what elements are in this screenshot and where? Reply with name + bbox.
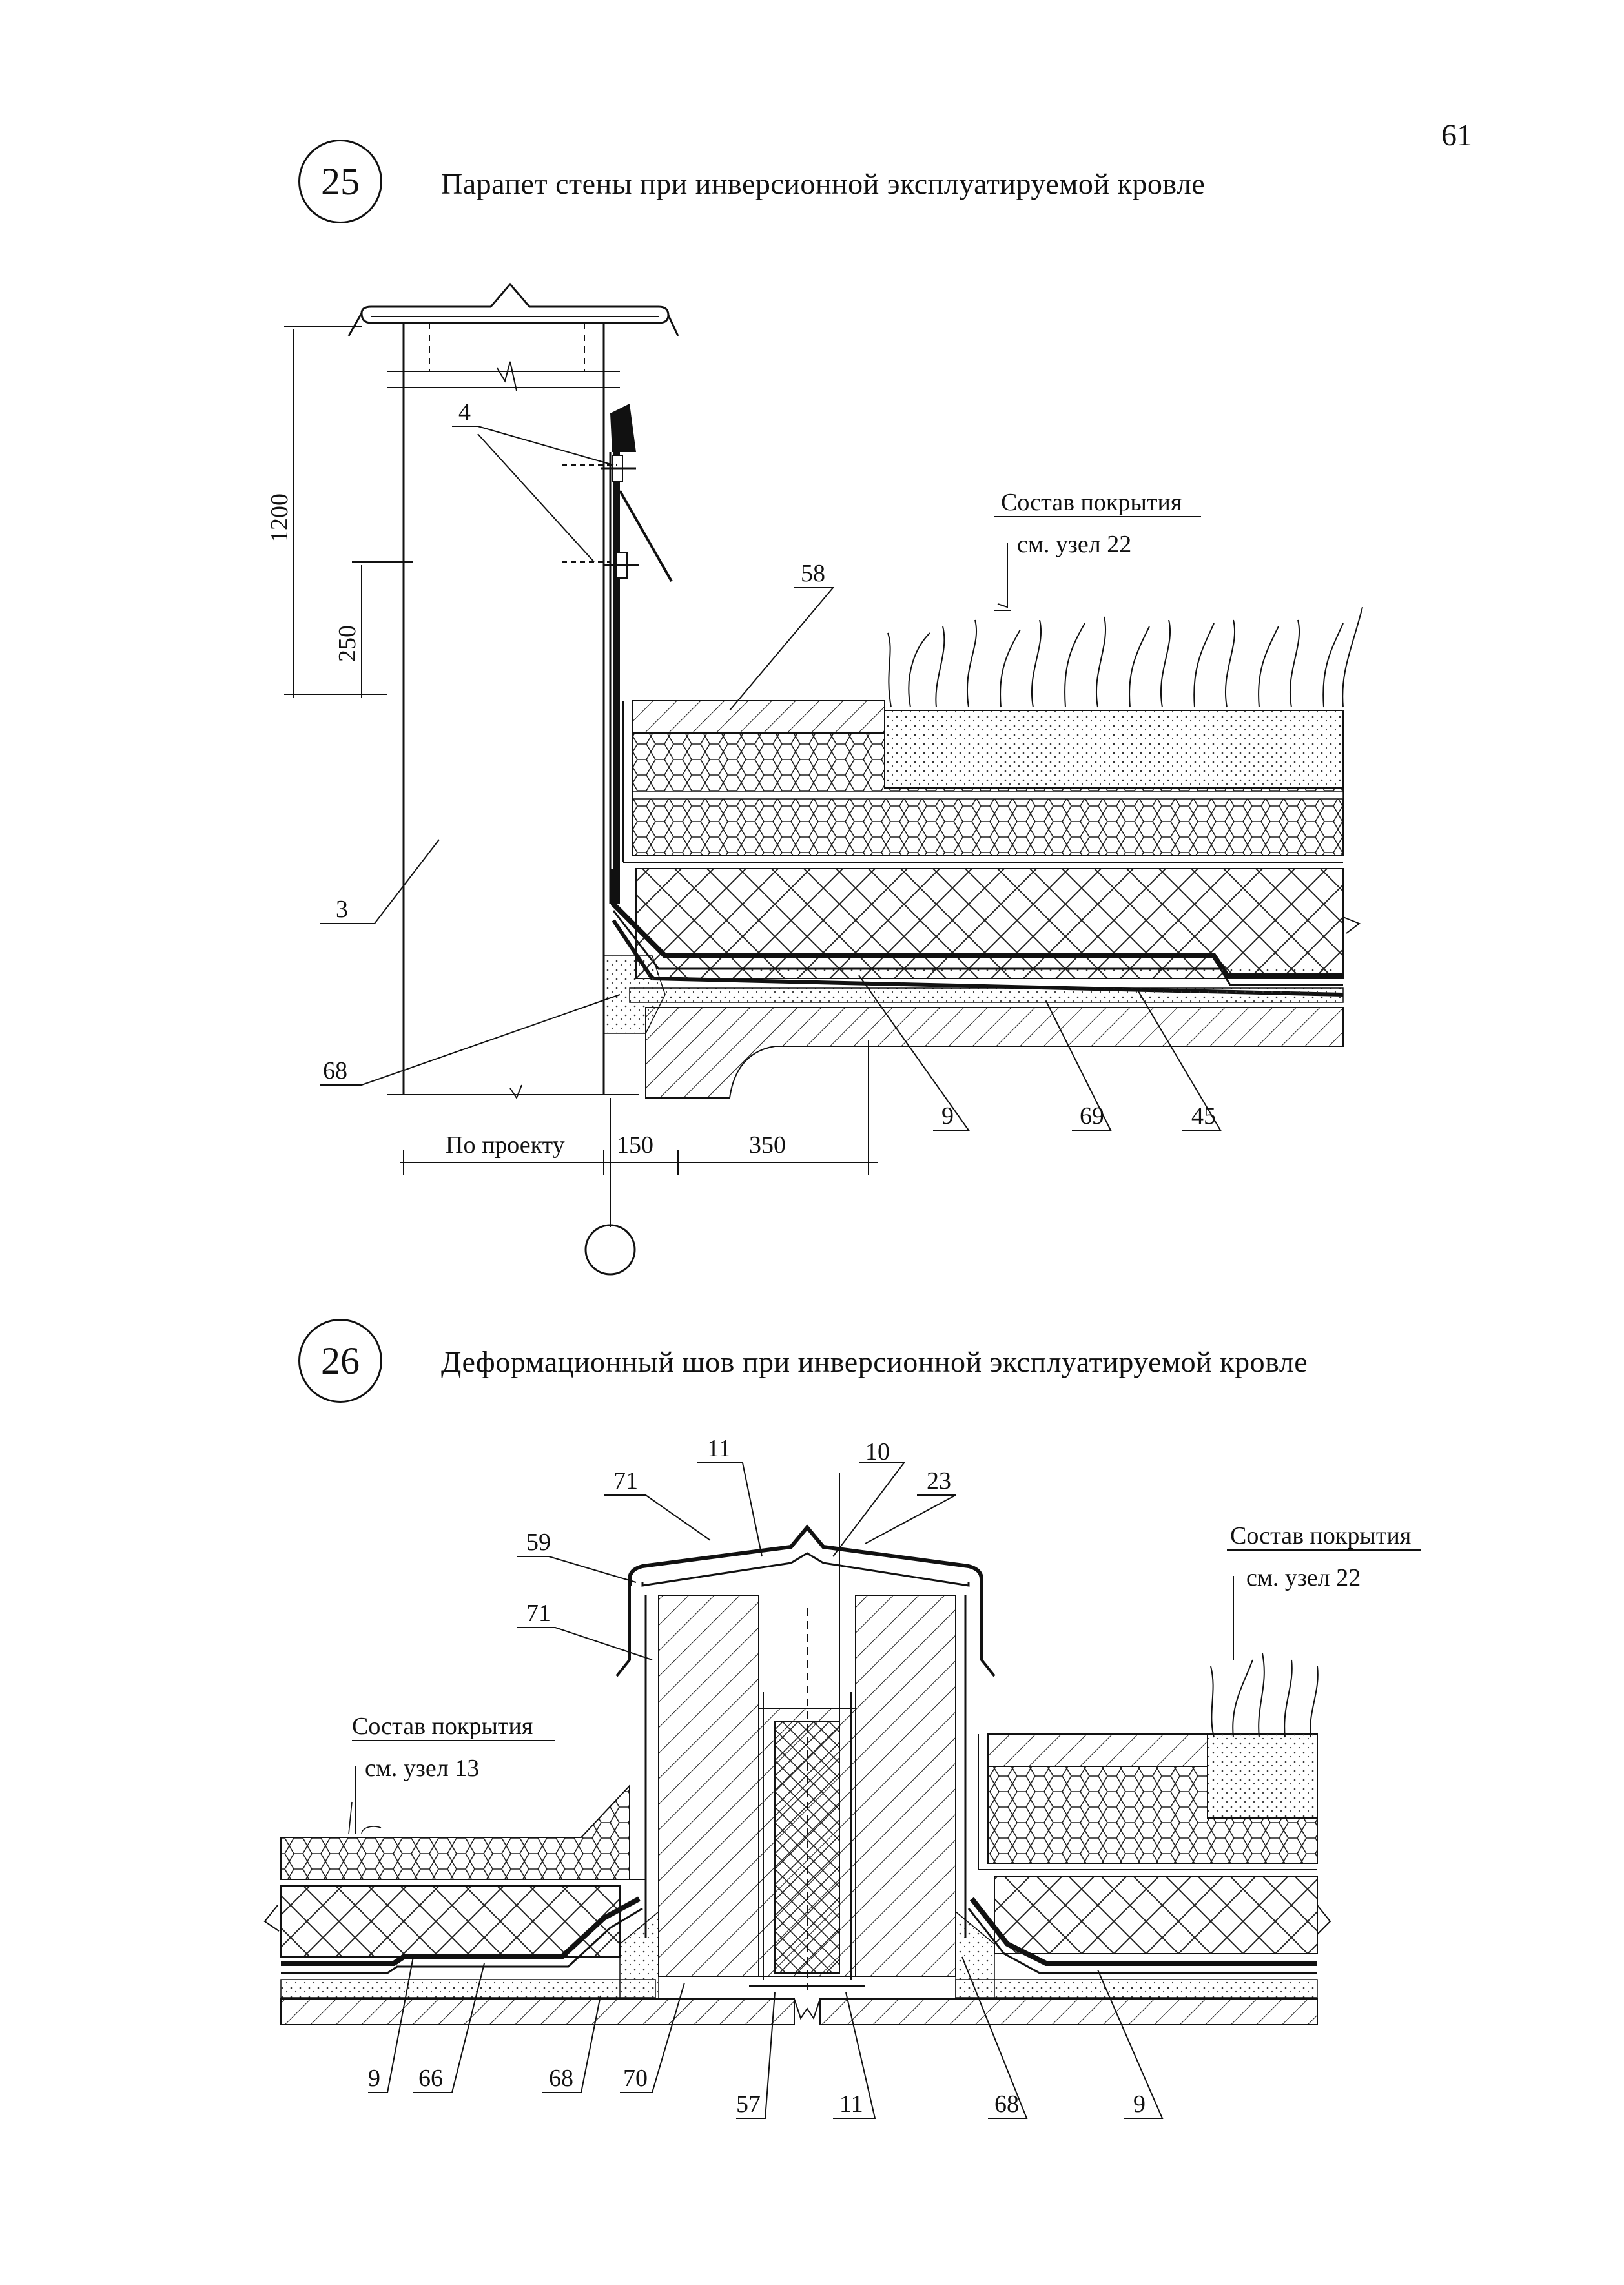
grass-icon: [1210, 1653, 1319, 1738]
parapet-wall: [387, 323, 639, 1100]
detail-25-number-circle: 25: [298, 140, 382, 223]
parapet-cap: [347, 282, 679, 336]
callout-68-right: 68: [994, 2091, 1019, 2118]
left-roof-layers: [263, 1784, 795, 2025]
expansion-blocks: [658, 1595, 956, 1996]
callout-11-bottom: 11: [839, 2091, 863, 2118]
dim-1200: 1200: [266, 493, 293, 543]
callout-10: 10: [865, 1438, 890, 1465]
callout-71: 71: [526, 1600, 551, 1627]
roof-layers: [603, 700, 1361, 1099]
dimension-lines-25: [284, 326, 878, 1276]
leader-lines-26: [352, 1462, 1421, 2119]
callout-11-top: 11: [707, 1435, 731, 1462]
callout-69: 69: [1080, 1102, 1104, 1130]
right-roof-layers: [819, 1733, 1331, 2025]
dim-250: 250: [334, 625, 361, 662]
callout-68: 68: [323, 1057, 347, 1084]
page-number: 61: [1441, 118, 1472, 152]
note-26-left-line2: см. узел 13: [365, 1755, 479, 1782]
callout-9: 9: [941, 1102, 954, 1130]
dim-by-project: По проекту: [446, 1132, 565, 1159]
note-26-right-line1: Состав покрытия: [1230, 1522, 1411, 1549]
detail-26-number-circle: 26: [298, 1319, 382, 1403]
callout-59: 59: [526, 1529, 551, 1556]
callout-4: 4: [458, 398, 471, 426]
callout-66: 66: [418, 2065, 443, 2092]
note-26-left-line1: Состав покрытия: [352, 1713, 533, 1740]
callout-58: 58: [801, 560, 825, 587]
detail-25-title: Парапет стены при инверсионной эксплуати…: [441, 167, 1206, 200]
callout-68-left: 68: [549, 2065, 573, 2092]
callout-9-right: 9: [1133, 2091, 1146, 2118]
callout-9-left: 9: [368, 2065, 380, 2092]
joint-cap: [615, 1524, 996, 1938]
leader-lines-25: [320, 426, 1222, 1131]
callout-71-top: 71: [613, 1467, 638, 1494]
detail-25-number: 25: [321, 160, 360, 203]
note-25-line1: Состав покрытия: [1001, 489, 1182, 516]
callout-70: 70: [623, 2065, 648, 2092]
note-25-line2: см. узел 22: [1017, 531, 1131, 558]
note-26-right-line2: см. узел 22: [1246, 1564, 1361, 1591]
detail-26-drawing: 11 10 71 23 59 71 Состав покрытия см. уз…: [263, 1435, 1421, 2119]
wall-flashing: [601, 404, 673, 904]
dim-150: 150: [617, 1132, 653, 1159]
detail-25-drawing: 4 58 3 68 9 69 45 Состав покрытия см. уз…: [266, 282, 1363, 1276]
grass-icon: [887, 606, 1363, 708]
callout-57: 57: [736, 2091, 761, 2118]
gravel-left: [348, 1801, 382, 1835]
detail-26-number: 26: [321, 1339, 360, 1382]
callout-3: 3: [336, 896, 348, 923]
dim-350: 350: [749, 1132, 786, 1159]
detail-26-title: Деформационный шов при инверсионной эксп…: [441, 1345, 1308, 1378]
joint-bottom: [749, 1985, 865, 2020]
callout-23: 23: [927, 1467, 951, 1494]
callout-45: 45: [1191, 1102, 1216, 1130]
